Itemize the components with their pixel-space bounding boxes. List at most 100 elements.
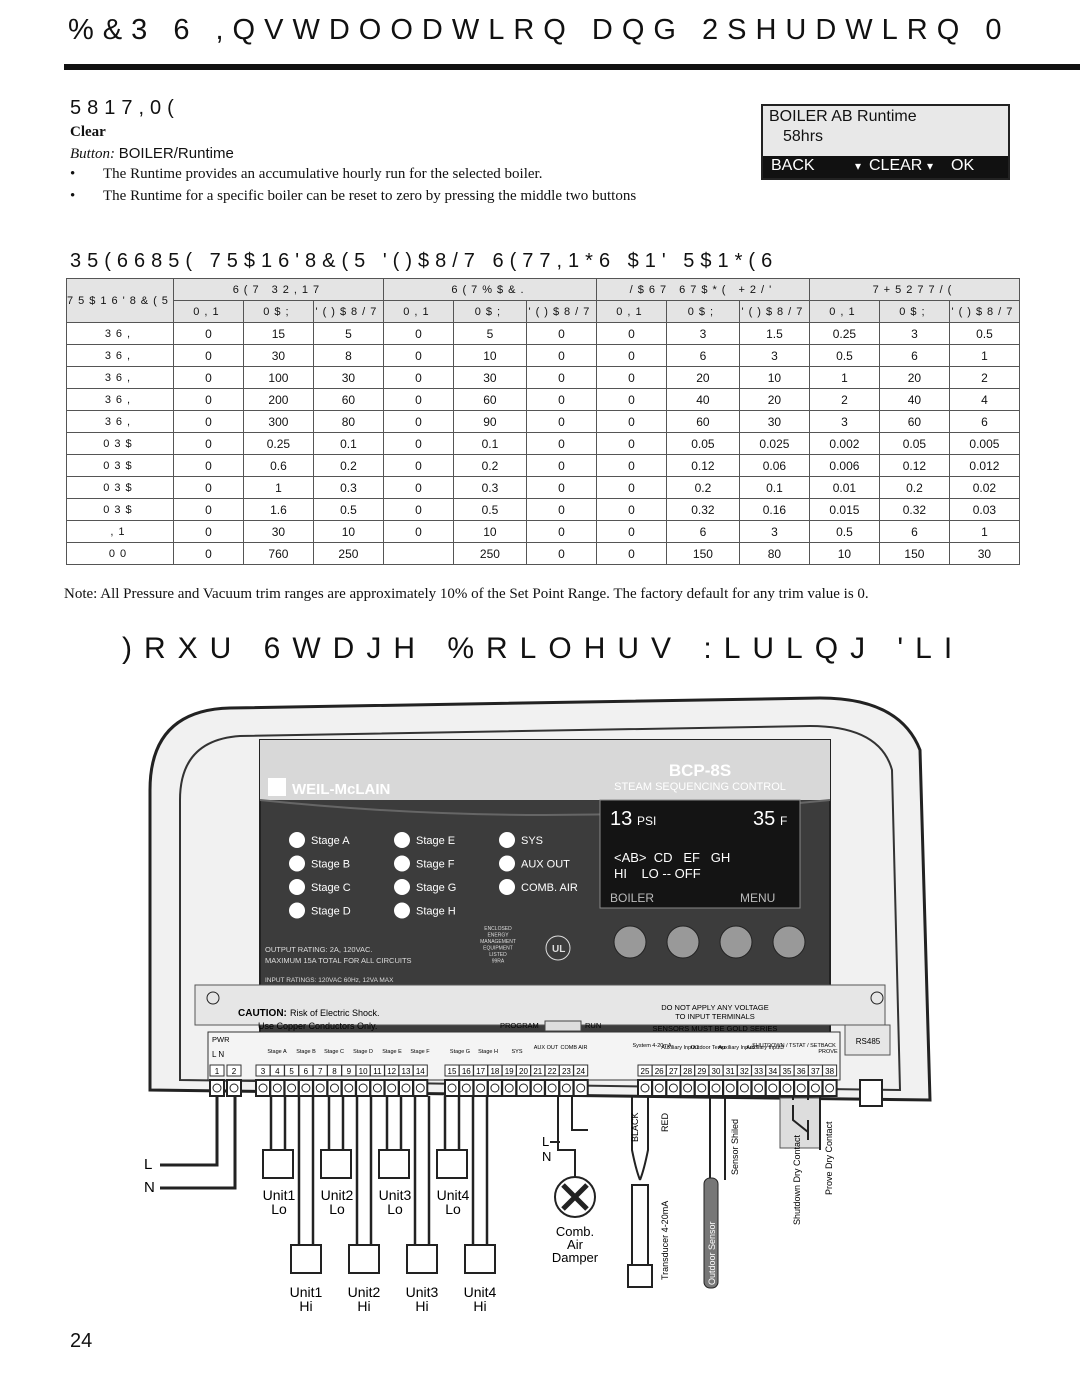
terminal-screw[interactable] [486, 1079, 503, 1097]
terminal-screw[interactable] [398, 1079, 414, 1097]
terminal-screw[interactable] [665, 1079, 682, 1097]
terminal-screw[interactable] [572, 1079, 589, 1097]
brand-logo-icon [268, 778, 286, 796]
group-header: 6(7 32,17 [172, 278, 384, 301]
table-cell: 0 [382, 498, 454, 521]
terminal-screw[interactable] [283, 1079, 300, 1097]
table-cell: 0.05 [665, 432, 740, 455]
terminal-screw[interactable] [269, 1079, 286, 1097]
table-cell: 0.2 [312, 454, 384, 477]
outdoor-wires [709, 1096, 726, 1180]
panel-button-1[interactable] [613, 925, 647, 959]
terminal-screw[interactable] [312, 1079, 329, 1097]
clear-subheading: Clear [70, 124, 106, 140]
lcd-line-2: 58hrs [783, 128, 824, 145]
terminal-screw[interactable] [444, 1079, 460, 1097]
transducer-wires [631, 1096, 649, 1181]
screw-icon [229, 1083, 239, 1093]
table-cell: 80 [312, 410, 384, 433]
terminal-number: 30 [712, 1067, 721, 1076]
terminal-screw[interactable] [693, 1079, 710, 1097]
terminal-number: 16 [462, 1067, 471, 1076]
terminal-screw[interactable] [764, 1079, 781, 1097]
ln-label: L N [212, 1050, 224, 1059]
screw-icon [576, 1083, 586, 1093]
terminal-screw[interactable] [412, 1079, 429, 1097]
terminal-screw[interactable] [807, 1079, 824, 1097]
table-cell: 150 [878, 542, 950, 565]
status-led-icon [499, 832, 515, 848]
terminal-screw[interactable] [255, 1079, 271, 1097]
terminal-screw[interactable] [355, 1079, 372, 1097]
panel-button-3[interactable] [719, 925, 753, 959]
damper-label-3: Damper [552, 1250, 599, 1265]
terminal-screw[interactable] [209, 1079, 225, 1097]
terminal-screw[interactable] [793, 1079, 810, 1097]
shutdown-contact-box [779, 1097, 821, 1149]
terminal-screw[interactable] [651, 1079, 668, 1097]
terminal-screw[interactable] [558, 1079, 575, 1097]
black-wire-label: BLACK [630, 1112, 640, 1142]
table-cell: 0.3 [312, 476, 384, 499]
button-line: Button: BOILER/Runtime [70, 145, 234, 163]
terminal-screw[interactable] [821, 1079, 838, 1097]
screw-icon [711, 1083, 721, 1093]
terminal-screw[interactable] [515, 1079, 532, 1097]
table-cell: 0.025 [738, 432, 810, 455]
terminal-screw[interactable] [544, 1079, 561, 1097]
terminal-screw[interactable] [722, 1079, 739, 1097]
table-cell: 0 [172, 432, 244, 455]
subheader-cell: 0$; [452, 300, 527, 323]
panel-button-4[interactable] [772, 925, 806, 959]
terminal-screw[interactable] [226, 1079, 242, 1097]
terminal-screw[interactable] [679, 1079, 696, 1097]
unit-group: Unit1LoUnit1HiUnit2LoUnit2HiUnit3LoUnit3… [262, 1149, 497, 1314]
table-cell: 0 [525, 432, 597, 455]
terminal-label: Stage F [410, 1049, 430, 1055]
terminal-screw[interactable] [750, 1079, 767, 1097]
table-cell: 80 [738, 542, 810, 565]
terminal-screw[interactable] [472, 1079, 489, 1097]
rs485-connector [859, 1079, 883, 1107]
pwr-label: PWR [212, 1035, 230, 1044]
terminal-screw[interactable] [458, 1079, 475, 1097]
table-cell: 0 [525, 366, 597, 389]
terminal-screw[interactable] [383, 1079, 400, 1097]
terminal-screw[interactable] [369, 1079, 386, 1097]
terminal-number: 11 [373, 1067, 382, 1076]
table-cell: 0 [525, 344, 597, 367]
screw-icon [640, 1083, 650, 1093]
panel-button-2[interactable] [666, 925, 700, 959]
led-label: COMB. AIR [521, 882, 578, 894]
table-cell: 5 [312, 322, 384, 345]
input-rating: INPUT RATINGS: 120VAC 60Hz, 12VA MAX [265, 977, 394, 984]
table-cell: 300 [242, 410, 314, 433]
unit-lo-stage: Lo [445, 1201, 461, 1217]
screw-icon [519, 1083, 528, 1093]
terminal-number: 28 [683, 1067, 692, 1076]
terminal-screw[interactable] [297, 1079, 314, 1097]
terminal-screw[interactable] [708, 1079, 724, 1097]
wiring-heading: )RXU 6WDJH %RLOHUV :LULQJ 'LI [122, 632, 965, 665]
table-cell: 3 [808, 410, 880, 433]
svg-text:UL: UL [552, 944, 565, 955]
status-led-icon [289, 855, 305, 872]
table-cell: 0.2 [878, 476, 950, 499]
subheader-cell: 0$; [242, 300, 314, 323]
terminal-screw[interactable] [326, 1079, 343, 1097]
program-run-switch[interactable] [544, 1020, 582, 1032]
terminal-screw[interactable] [529, 1079, 546, 1097]
terminal-screw[interactable] [637, 1079, 653, 1097]
terminal-screw[interactable] [501, 1079, 518, 1097]
subheader-cell: '()$8/7 [525, 300, 597, 323]
table-cell: 0 [172, 322, 244, 345]
table-cell: 0.3 [452, 476, 527, 499]
screw-icon [739, 1083, 749, 1093]
table-cell: 20 [738, 388, 810, 411]
terminal-screw[interactable] [736, 1079, 753, 1097]
table-cell: 0 [382, 476, 454, 499]
status-led-icon [289, 902, 305, 919]
terminal-screw[interactable] [779, 1079, 795, 1097]
terminal-screw[interactable] [340, 1079, 357, 1097]
table-cell: 200 [242, 388, 314, 411]
